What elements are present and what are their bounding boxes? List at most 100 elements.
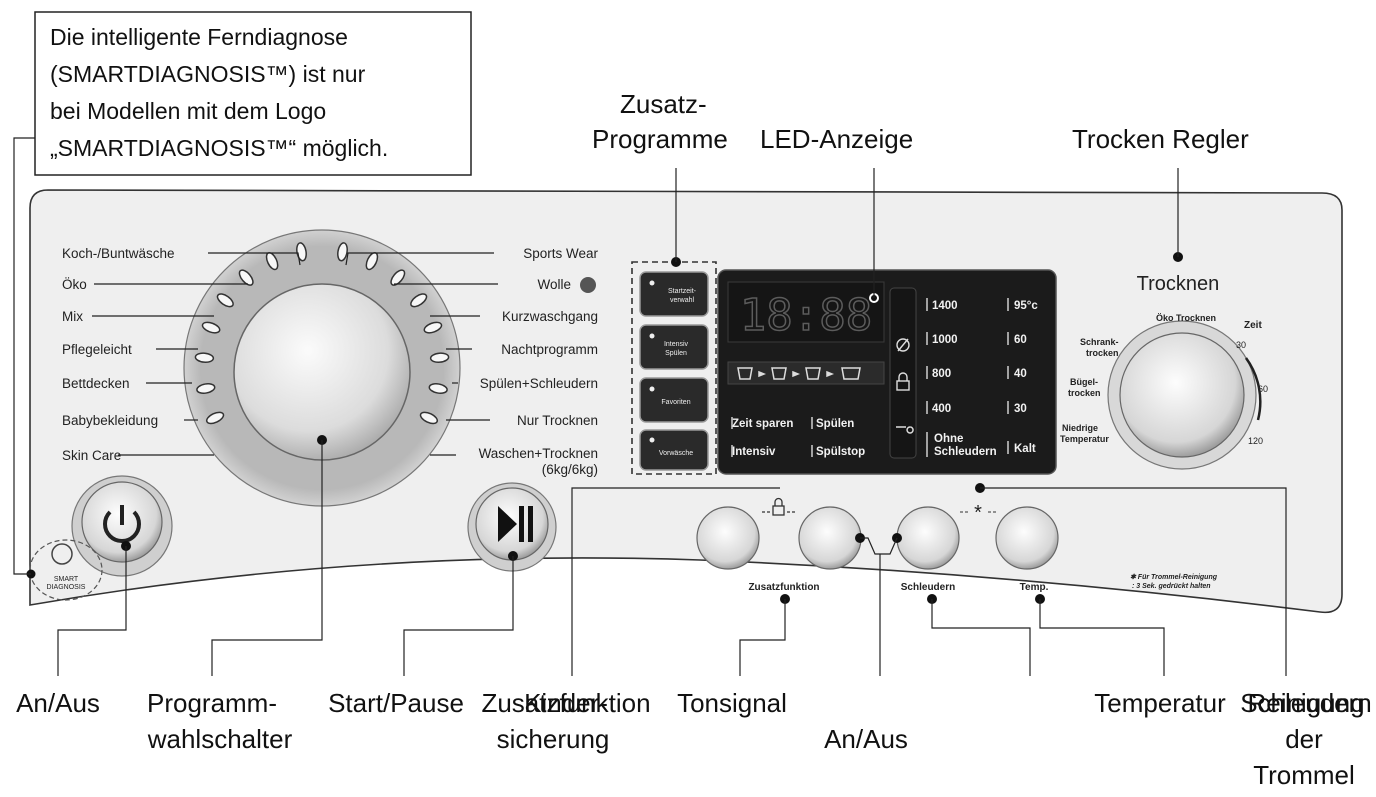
note-line-1: Die intelligente Ferndiagnose — [50, 24, 348, 50]
program-light-5 — [201, 321, 221, 334]
child-lock-icon — [896, 380, 910, 391]
leader-lines — [57, 168, 1287, 676]
program-nur-trocknen: Nur Trocknen — [517, 413, 598, 428]
dryer-mark-schrank-1: Schrank- — [1080, 337, 1119, 347]
child-lock-marker — [762, 497, 795, 516]
program-light-13 — [423, 321, 443, 334]
function-button-4[interactable] — [995, 506, 1059, 570]
spin-speed-column: 1400 1000 800 400 Ohne Schleudern — [932, 300, 997, 458]
label-trocken-regler: Trocken Regler — [1072, 124, 1249, 154]
program-light-3 — [238, 269, 254, 286]
dryer-title: Trocknen — [1137, 273, 1220, 295]
label-zusatz-programme-1: Zusatz- — [620, 89, 707, 119]
label-programmwahlschalter-2: wahlschalter — [147, 724, 293, 754]
label-an-aus-2: An/Aus — [824, 724, 908, 754]
option-label-startzeit-1: Startzeit- — [668, 288, 697, 295]
program-light-7 — [196, 383, 216, 394]
program-bettdecken: Bettdecken — [62, 376, 130, 391]
display-option-spuelstop: Spülstop — [816, 446, 865, 458]
program-light-11 — [390, 269, 406, 286]
program-selector-knob[interactable] — [233, 283, 411, 461]
program-spuelen-schleudern: Spülen+Schleudern — [480, 376, 598, 391]
cycle-progress-icons — [737, 367, 861, 380]
clock-digits: 18:88 — [740, 290, 872, 341]
spin-800: 800 — [932, 368, 951, 380]
function-buttons — [696, 506, 1059, 570]
program-skin-care: Skin Care — [62, 448, 121, 463]
program-light-9 — [337, 242, 348, 262]
label-zusatz-programme-2: Programme — [592, 124, 728, 154]
program-kurzwaschgang: Kurzwaschgang — [502, 309, 598, 324]
note-line-4: „SMARTDIAGNOSIS™“ möglich. — [50, 135, 388, 161]
label-kindersicherung-1: Kinder- — [524, 688, 608, 718]
option-button-startzeit[interactable] — [639, 271, 709, 317]
dryer-knob[interactable] — [1119, 332, 1245, 458]
temp-30: 30 — [1014, 403, 1027, 415]
drum-note-1: ✱ Für Trommel-Reinigung — [1130, 573, 1218, 581]
drum-note-2: : 3 Sek. gedrückt halten — [1132, 583, 1211, 590]
spin-schleudern: Schleudern — [934, 446, 997, 458]
program-indicator-lights — [194, 242, 450, 425]
star-icon: * — [974, 502, 982, 524]
wool-icon — [580, 277, 596, 293]
drum-clean-marker: * — [960, 502, 996, 524]
label-reinigung-1: Reinigung — [1247, 688, 1364, 718]
status-icons — [896, 338, 914, 434]
program-mix: Mix — [62, 309, 83, 324]
program-waschen-trocknen: Waschen+Trocknen — [479, 446, 598, 461]
smart-diagnosis-icon — [51, 543, 73, 565]
smart-logo-text-1: SMART — [54, 576, 79, 583]
label-an-aus: An/Aus — [16, 688, 100, 718]
dryer-scale: Öko Trocknen Schrank- trocken Bügel- tro… — [1060, 313, 1268, 446]
temp-kalt: Kalt — [1014, 443, 1036, 455]
program-sports-wear: Sports Wear — [523, 246, 598, 261]
label-kindersicherung-2: sicherung — [497, 724, 610, 754]
option-button-favoriten[interactable] — [639, 377, 709, 423]
dryer-mark-120: 120 — [1248, 436, 1263, 446]
display-dividers — [731, 298, 1009, 457]
temp-60: 60 — [1014, 334, 1027, 346]
label-schleudern: Schleudern — [1240, 688, 1372, 718]
program-light-15 — [428, 383, 448, 394]
function-button-3[interactable] — [896, 506, 960, 570]
display-option-spuelen: Spülen — [816, 418, 854, 430]
spin-1000: 1000 — [932, 334, 958, 346]
dryer-time-arc — [1244, 357, 1262, 421]
panel-label-temp: Temp. — [1020, 582, 1049, 593]
program-light-8 — [205, 411, 225, 425]
program-wolle: Wolle — [537, 277, 571, 292]
option-buttons: Startzeit- verwahl Intensiv Spülen Favor… — [639, 271, 709, 471]
program-light-6 — [194, 352, 215, 364]
function-button-2[interactable] — [798, 506, 862, 570]
label-zusatzfunktion: Zusatzfunktion — [481, 688, 650, 718]
spin-ohne: Ohne — [934, 433, 963, 445]
label-temperatur: Temperatur — [1094, 688, 1226, 718]
function-button-1[interactable] — [696, 506, 760, 570]
note-box — [34, 11, 472, 176]
no-spin-icon — [896, 338, 910, 352]
key-icon — [896, 426, 914, 434]
dryer-mark-oeko: Öko Trocknen — [1156, 313, 1216, 323]
option-label-intensiv-2: Spülen — [665, 350, 687, 357]
dryer-mark-30: 30 — [1236, 340, 1246, 350]
program-nachtprogramm: Nachtprogramm — [501, 342, 598, 357]
display-option-intensiv: Intensiv — [732, 446, 776, 458]
temp-95: 95°c — [1014, 300, 1038, 312]
option-button-vorwaesche[interactable] — [639, 429, 709, 471]
panel-label-schleudern: Schleudern — [901, 582, 955, 593]
program-pflegeleicht: Pflegeleicht — [62, 342, 132, 357]
clock-window — [727, 281, 885, 343]
dryer-mark-buegel-1: Bügel- — [1070, 377, 1098, 387]
program-waschen-trocknen-capacity: (6kg/6kg) — [542, 462, 598, 477]
program-oeko: Öko — [62, 277, 87, 292]
label-tonsignal: Tonsignal — [677, 688, 787, 718]
label-reinigung-2: der — [1285, 724, 1323, 754]
dryer-mark-schrank-2: trocken — [1086, 348, 1119, 358]
label-programmwahlschalter-1: Programm- — [147, 688, 277, 718]
program-light-14 — [429, 352, 450, 364]
program-light-16 — [419, 411, 439, 425]
option-button-intensiv-spuelen[interactable] — [639, 324, 709, 370]
label-start-pause: Start/Pause — [328, 688, 464, 718]
spin-1400: 1400 — [932, 300, 958, 312]
